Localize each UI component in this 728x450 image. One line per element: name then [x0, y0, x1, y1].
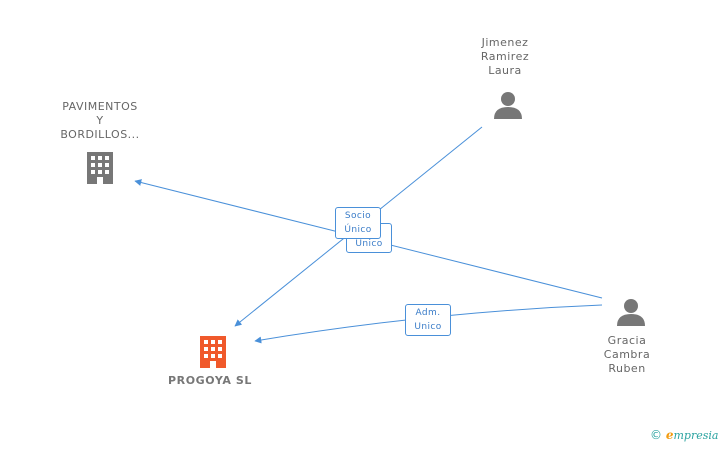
- person-icon[interactable]: [616, 297, 646, 327]
- company-name-line-3: BORDILLOS...: [60, 128, 140, 141]
- person-name-line-2: Cambra: [603, 348, 651, 361]
- logo-text: mpresia: [673, 429, 719, 442]
- building-icon[interactable]: [84, 150, 116, 186]
- edge-label-line: Adm.: [415, 308, 441, 318]
- building-icon-main[interactable]: [197, 334, 229, 370]
- copyright-symbol: ©: [650, 428, 662, 442]
- company-name-line-2: Y: [96, 114, 104, 127]
- edge-label-adm-unico[interactable]: Adm. Unico: [405, 304, 451, 336]
- person-name-line-3: Ruben: [608, 362, 646, 375]
- company-name-pavimentos[interactable]: PAVIMENTOS Y BORDILLOS...: [40, 100, 160, 142]
- company-name-progoya[interactable]: PROGOYA SL: [167, 374, 253, 387]
- edge-label-line: Único: [344, 225, 372, 235]
- person-icon[interactable]: [493, 90, 523, 120]
- company-name-line-1: PAVIMENTOS: [62, 100, 138, 113]
- edge-label-line: Socio: [344, 211, 372, 221]
- person-name-line-1: Gracia: [607, 334, 647, 347]
- edge-label-line: Unico: [414, 322, 442, 332]
- person-name-line-3: Laura: [488, 64, 522, 77]
- person-name-jimenez[interactable]: Jimenez Ramirez Laura: [460, 36, 550, 78]
- person-name-gracia[interactable]: Gracia Cambra Ruben: [582, 334, 672, 376]
- edge-label-socio-unico[interactable]: Socio Único: [335, 207, 381, 239]
- edge-label-line: Unico: [355, 239, 383, 249]
- empresia-logo[interactable]: © empresia: [650, 428, 718, 442]
- person-name-line-2: Ramirez: [480, 50, 530, 63]
- person-name-line-1: Jimenez: [481, 36, 529, 49]
- logo-letter: e: [665, 428, 674, 442]
